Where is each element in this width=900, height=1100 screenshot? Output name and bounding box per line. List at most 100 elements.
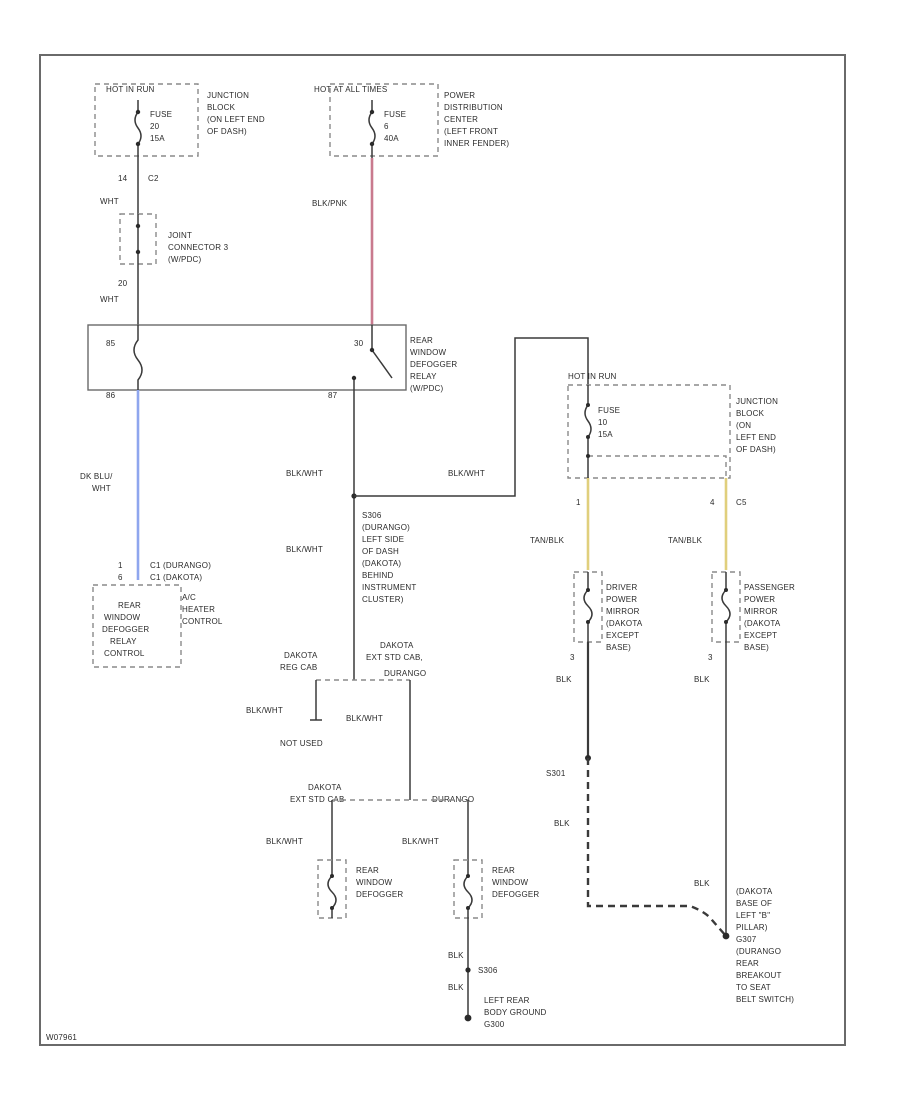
svg-text:(DAKOTA: (DAKOTA	[744, 619, 781, 628]
svg-text:BLK/WHT: BLK/WHT	[286, 545, 323, 554]
svg-text:DAKOTA: DAKOTA	[380, 641, 414, 650]
svg-text:DEFOGGER: DEFOGGER	[356, 890, 403, 899]
svg-text:DK BLU/: DK BLU/	[80, 472, 113, 481]
svg-text:S301: S301	[546, 769, 566, 778]
svg-text:REAR: REAR	[356, 866, 379, 875]
svg-text:CONTROL: CONTROL	[182, 617, 223, 626]
svg-text:REG CAB: REG CAB	[280, 663, 317, 672]
svg-text:DAKOTA: DAKOTA	[308, 783, 342, 792]
svg-text:INSTRUMENT: INSTRUMENT	[362, 583, 416, 592]
rear-window-defogger-left: REAR WINDOW DEFOGGER	[317, 859, 403, 919]
driver-power-mirror: DRIVER POWER MIRROR (DAKOTA EXCEPT BASE)	[573, 571, 643, 652]
svg-text:87: 87	[328, 391, 338, 400]
svg-text:G300: G300	[484, 1020, 505, 1029]
svg-text:MIRROR: MIRROR	[606, 607, 640, 616]
middle-fuse-block: HOT AT ALL TIMES FUSE 6 40A POWER DISTRI…	[314, 83, 509, 158]
svg-text:BLK: BLK	[694, 879, 710, 888]
svg-text:BEHIND: BEHIND	[362, 571, 393, 580]
svg-text:3: 3	[570, 653, 575, 662]
svg-text:10: 10	[598, 418, 608, 427]
svg-text:6: 6	[118, 573, 123, 582]
svg-text:(DURANGO): (DURANGO)	[362, 523, 410, 532]
svg-text:DEFOGGER: DEFOGGER	[492, 890, 539, 899]
svg-text:BELT SWITCH): BELT SWITCH)	[736, 995, 794, 1004]
svg-text:C1 (DAKOTA): C1 (DAKOTA)	[150, 573, 202, 582]
splice-s306-label: S306 (DURANGO) LEFT SIDE OF DASH (DAKOTA…	[362, 511, 416, 604]
svg-text:WINDOW: WINDOW	[410, 348, 447, 357]
svg-text:POWER: POWER	[744, 595, 775, 604]
svg-text:BLK: BLK	[448, 951, 464, 960]
svg-text:(LEFT FRONT: (LEFT FRONT	[444, 127, 498, 136]
svg-text:DEFOGGER: DEFOGGER	[410, 360, 457, 369]
svg-text:EXT STD CAB: EXT STD CAB	[290, 795, 345, 804]
svg-text:OF DASH): OF DASH)	[736, 445, 776, 454]
svg-text:LEFT END: LEFT END	[736, 433, 776, 442]
svg-text:POWER: POWER	[444, 91, 475, 100]
svg-text:20: 20	[118, 279, 128, 288]
svg-text:(DAKOTA: (DAKOTA	[606, 619, 643, 628]
svg-text:15A: 15A	[150, 134, 165, 143]
svg-text:BLK: BLK	[448, 983, 464, 992]
svg-text:(W/PDC): (W/PDC)	[168, 255, 202, 264]
svg-text:BASE OF: BASE OF	[736, 899, 772, 908]
svg-text:86: 86	[106, 391, 116, 400]
svg-text:3: 3	[708, 653, 713, 662]
svg-text:BODY GROUND: BODY GROUND	[484, 1008, 547, 1017]
left-fuse-block: HOT IN RUN FUSE 20 15A JUNCTION BLOCK (O…	[94, 83, 265, 158]
svg-text:DRIVER: DRIVER	[606, 583, 637, 592]
svg-text:POWER: POWER	[606, 595, 637, 604]
svg-text:PILLAR): PILLAR)	[736, 923, 768, 932]
svg-text:PASSENGER: PASSENGER	[744, 583, 795, 592]
rear-window-defogger-relay: 85 86 30 87 REAR WINDOW DEFOGGER RELAY (…	[87, 324, 457, 400]
svg-text:85: 85	[106, 339, 116, 348]
rear-window-defogger-right: REAR WINDOW DEFOGGER	[453, 859, 539, 919]
svg-text:BLK/WHT: BLK/WHT	[266, 837, 303, 846]
g307-ground-label: (DAKOTA BASE OF LEFT "B" PILLAR) G307 (D…	[736, 887, 794, 1004]
svg-text:HEATER: HEATER	[182, 605, 215, 614]
svg-text:JOINT: JOINT	[168, 231, 192, 240]
svg-text:BLOCK: BLOCK	[736, 409, 765, 418]
right-fuse-block: HOT IN RUN FUSE 10 15A JUNCTION BLOCK (O…	[567, 372, 778, 479]
left-rear-body-ground: LEFT REAR BODY GROUND G300	[484, 996, 547, 1029]
svg-text:(DURANGO: (DURANGO	[736, 947, 781, 956]
svg-text:30: 30	[354, 339, 364, 348]
svg-text:MIRROR: MIRROR	[744, 607, 778, 616]
svg-text:TAN/BLK: TAN/BLK	[530, 536, 565, 545]
svg-text:BLK/PNK: BLK/PNK	[312, 199, 348, 208]
svg-text:S306: S306	[478, 966, 498, 975]
svg-text:WINDOW: WINDOW	[492, 878, 529, 887]
svg-text:DISTRIBUTION: DISTRIBUTION	[444, 103, 503, 112]
svg-text:FUSE: FUSE	[598, 406, 620, 415]
svg-text:C1 (DURANGO): C1 (DURANGO)	[150, 561, 211, 570]
svg-text:BLK/WHT: BLK/WHT	[448, 469, 485, 478]
svg-text:(ON LEFT END: (ON LEFT END	[207, 115, 265, 124]
left-fuse-header: HOT IN RUN	[106, 85, 155, 94]
svg-text:WINDOW: WINDOW	[104, 613, 141, 622]
rear-window-defogger-relay-control: 1 C1 (DURANGO) 6 C1 (DAKOTA) REAR WINDOW…	[92, 561, 223, 668]
svg-text:14: 14	[118, 174, 128, 183]
svg-text:JUNCTION: JUNCTION	[736, 397, 778, 406]
svg-text:BLK: BLK	[554, 819, 570, 828]
svg-text:40A: 40A	[384, 134, 399, 143]
svg-text:RELAY: RELAY	[110, 637, 137, 646]
svg-text:BASE): BASE)	[606, 643, 631, 652]
svg-text:CONTROL: CONTROL	[104, 649, 145, 658]
svg-text:CLUSTER): CLUSTER)	[362, 595, 404, 604]
passenger-power-mirror: PASSENGER POWER MIRROR (DAKOTA EXCEPT BA…	[711, 571, 795, 652]
svg-text:WINDOW: WINDOW	[356, 878, 393, 887]
svg-text:CONNECTOR 3: CONNECTOR 3	[168, 243, 229, 252]
svg-text:BASE): BASE)	[744, 643, 769, 652]
svg-text:EXCEPT: EXCEPT	[606, 631, 639, 640]
svg-text:RELAY: RELAY	[410, 372, 437, 381]
svg-text:(DAKOTA): (DAKOTA)	[362, 559, 401, 568]
svg-text:BLK/WHT: BLK/WHT	[346, 714, 383, 723]
svg-text:REAR: REAR	[118, 601, 141, 610]
svg-text:1: 1	[118, 561, 123, 570]
svg-text:INNER FENDER): INNER FENDER)	[444, 139, 509, 148]
svg-text:EXCEPT: EXCEPT	[744, 631, 777, 640]
svg-text:15A: 15A	[598, 430, 613, 439]
svg-text:C2: C2	[148, 174, 159, 183]
svg-text:DURANGO: DURANGO	[384, 669, 426, 678]
svg-text:REAR: REAR	[492, 866, 515, 875]
